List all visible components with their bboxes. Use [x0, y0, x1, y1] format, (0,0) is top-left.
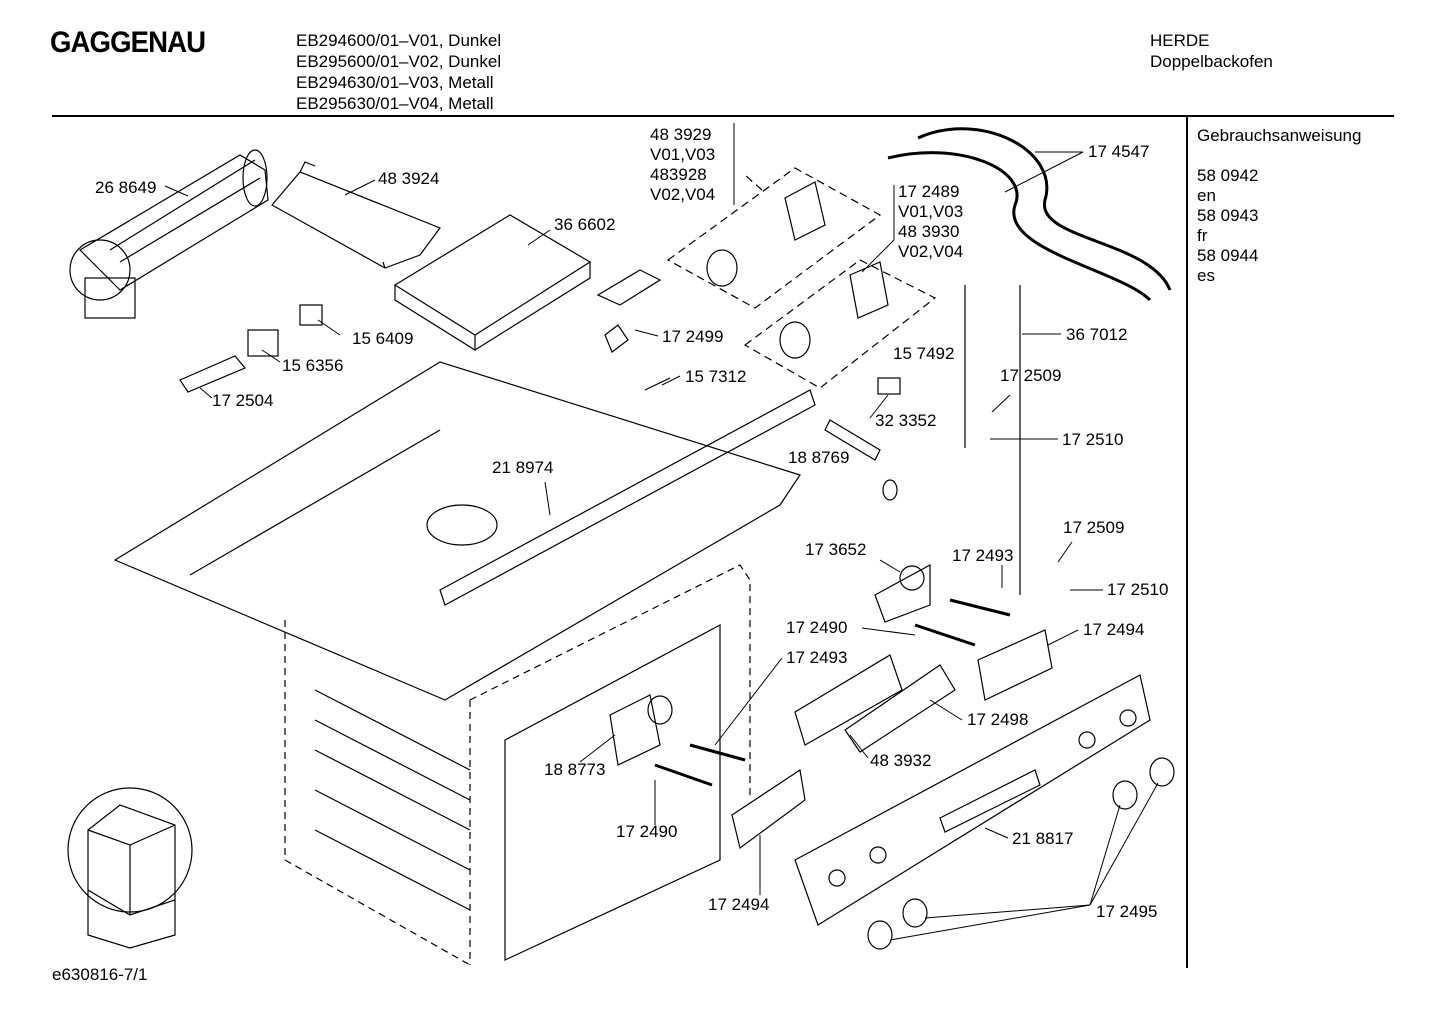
part-label: 17 2490: [616, 822, 678, 841]
part-label: 17 2493: [786, 648, 848, 667]
part-label: 17 2494: [708, 895, 770, 914]
part-label: 17 2489 V01,V03 48 3930 V02,V04: [898, 182, 963, 262]
sidebar-item: 58 0942: [1197, 166, 1259, 185]
terminal-block-part: [179, 355, 246, 393]
product-name: Doppelbackofen: [1150, 52, 1273, 71]
part-label: 17 3652: [805, 540, 867, 559]
relay-part: [247, 329, 279, 357]
sidebar-item: 58 0944: [1197, 246, 1259, 265]
part-label: 18 8769: [788, 448, 850, 467]
part-label: 17 2510: [1062, 430, 1124, 449]
relay-part: [299, 304, 323, 326]
knob-part: [1149, 757, 1175, 787]
manual-sidebar: Gebrauchsanweisung 58 0942 en 58 0943 fr…: [1197, 126, 1361, 286]
part-label: 17 2493: [952, 546, 1014, 565]
sidebar-title: Gebrauchsanweisung: [1197, 126, 1362, 145]
sidebar-item: fr: [1197, 226, 1208, 245]
model-line: EB295630/01–V04, Metall: [296, 94, 494, 113]
part-label: 17 2494: [1083, 620, 1145, 639]
oven-top-plate-part: [113, 361, 816, 701]
cover-part: [271, 161, 441, 269]
group-box-483929: [666, 167, 882, 309]
brand-logo: GAGGENAU: [50, 26, 206, 59]
part-label: 18 8773: [544, 760, 606, 779]
bracket-part: [596, 269, 662, 306]
leader-lines: [164, 123, 1159, 941]
knob-part: [867, 920, 893, 950]
bezel-part: [731, 768, 806, 850]
part-label: 17 4547: [1088, 142, 1150, 161]
part-number: 483928: [650, 165, 707, 184]
variant-label: V01,V03: [650, 145, 716, 164]
part-label: 48 3929 V01,V03 483928 V02,V04: [650, 125, 715, 205]
appliance-thumbnail: [67, 787, 193, 949]
part-label: 17 2504: [212, 391, 274, 410]
cable-harness-part: [917, 127, 1172, 291]
group-box-483930: [743, 259, 937, 389]
part-label: 36 6602: [554, 215, 616, 234]
control-fascia-part: [794, 674, 1151, 926]
bezel-part: [977, 629, 1053, 701]
part-number: 48 3929: [650, 125, 712, 144]
model-line: EB294600/01–V01, Dunkel: [296, 31, 502, 50]
product-category: HERDE: [1150, 31, 1210, 50]
variant-label: V02,V04: [898, 242, 964, 261]
part-label: 17 2509: [1000, 366, 1062, 385]
control-board-part: [393, 214, 592, 352]
part-label: 15 7492: [893, 344, 955, 363]
product-info: HERDE Doppelbackofen: [1150, 30, 1273, 72]
fan-motor-part: [69, 149, 269, 319]
part-label: 17 2509: [1063, 518, 1125, 537]
part-label: 36 7012: [1066, 325, 1128, 344]
part-label: 17 2510: [1107, 580, 1169, 599]
variant-label: V02,V04: [650, 185, 716, 204]
display-part: [794, 654, 903, 746]
sidebar-item: 58 0943: [1197, 206, 1259, 225]
part-label: 21 8974: [492, 458, 554, 477]
part-number: 48 3930: [898, 222, 960, 241]
part-label: 17 2499: [662, 327, 724, 346]
model-line: EB294630/01–V03, Metall: [296, 73, 494, 92]
oven-body-part: [284, 564, 751, 966]
part-label: 17 2490: [786, 618, 848, 637]
sidebar-item: en: [1197, 186, 1216, 205]
part-label: 15 6409: [352, 329, 414, 348]
part-label: 15 6356: [282, 356, 344, 375]
model-list: EB294600/01–V01, Dunkel EB295600/01–V02,…: [296, 30, 501, 114]
part-label: 48 3932: [870, 751, 932, 770]
part-label: 48 3924: [378, 169, 440, 188]
model-line: EB295600/01–V02, Dunkel: [296, 52, 502, 71]
knob-part: [902, 898, 928, 928]
part-label: 32 3352: [875, 411, 937, 430]
knob-part: [1112, 780, 1138, 810]
part-label: 26 8649: [95, 178, 157, 197]
part-number: 17 2489: [898, 182, 960, 201]
part-label: 17 2495: [1096, 902, 1158, 921]
part-label: 21 8817: [1012, 829, 1074, 848]
part-label: 15 7312: [685, 367, 747, 386]
oven-door-frame: [314, 623, 721, 961]
drawing-id: e630816-7/1: [52, 965, 148, 984]
part-label: 17 2498: [967, 710, 1029, 729]
sidebar-item: es: [1197, 266, 1215, 285]
variant-label: V01,V03: [898, 202, 964, 221]
